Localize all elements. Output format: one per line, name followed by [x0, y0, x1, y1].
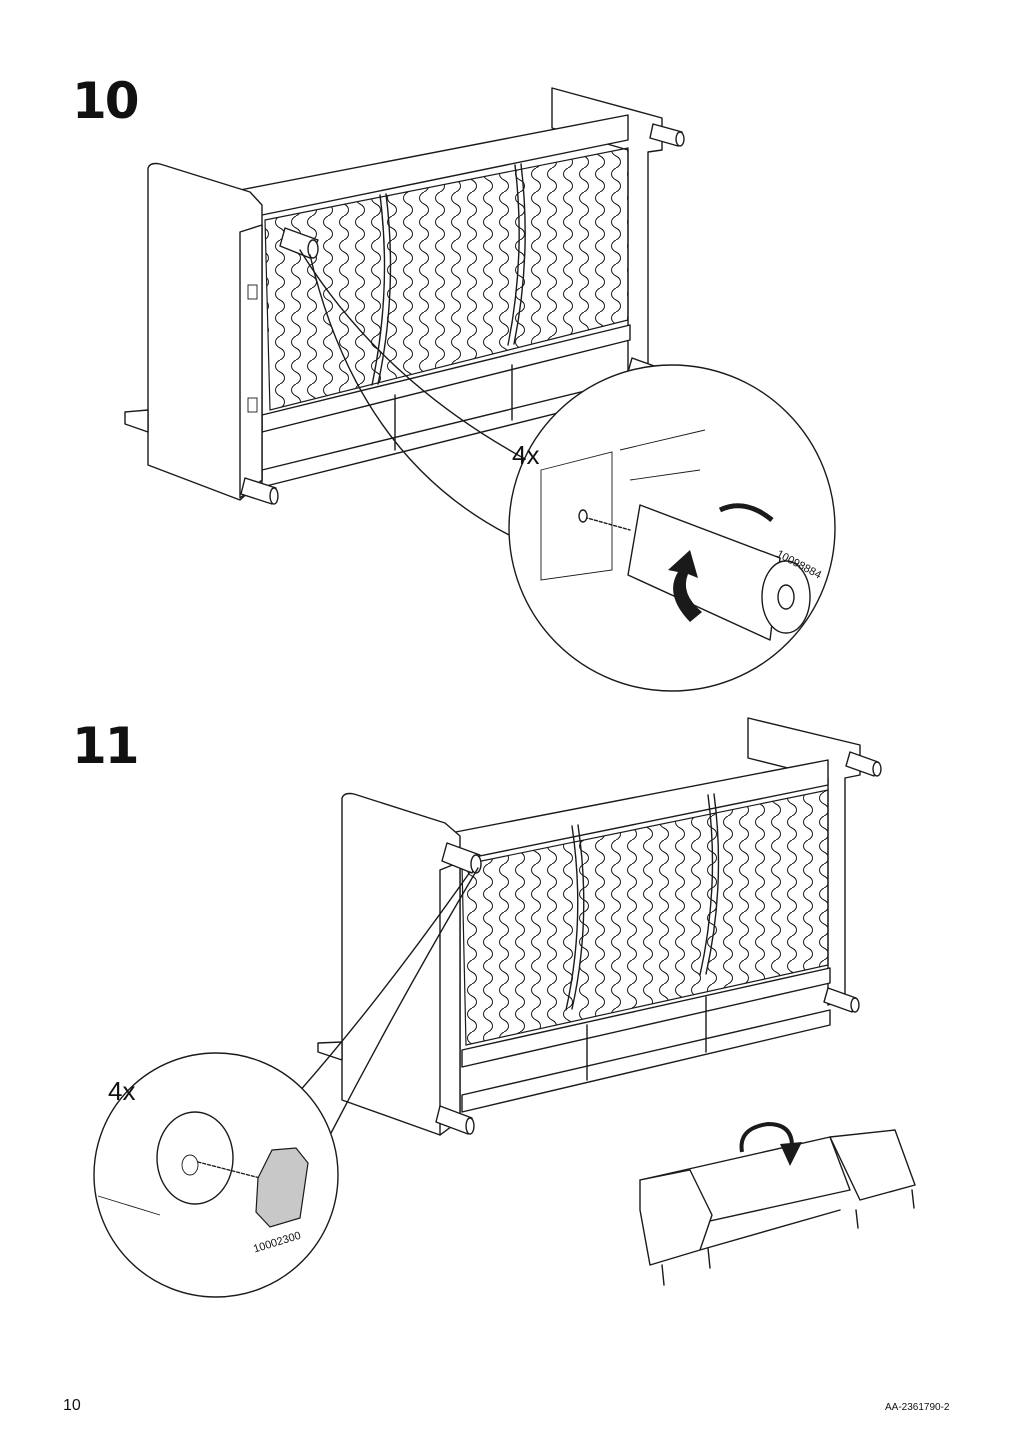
step-11-quantity: 4x [108, 1076, 136, 1106]
step-10-quantity: 4x [512, 440, 540, 470]
rotate-clockwise-arrow-icon [668, 503, 774, 622]
document-code: AA-2361790-2 [885, 1402, 950, 1413]
step-11-number: 11 [72, 717, 140, 775]
sofa-frame-upside-down-with-legs [317, 717, 882, 1136]
page-number: 10 [63, 1397, 81, 1414]
sofa-flip-over [639, 1129, 916, 1286]
step-10-illustration [124, 87, 836, 692]
step-10-number: 10 [72, 72, 140, 130]
flip-over-arrow-icon [739, 1121, 802, 1166]
sofa-legs-step-10 [240, 123, 685, 505]
step-10-detail-callout [299, 249, 836, 692]
step-11-detail-callout [93, 867, 479, 1298]
